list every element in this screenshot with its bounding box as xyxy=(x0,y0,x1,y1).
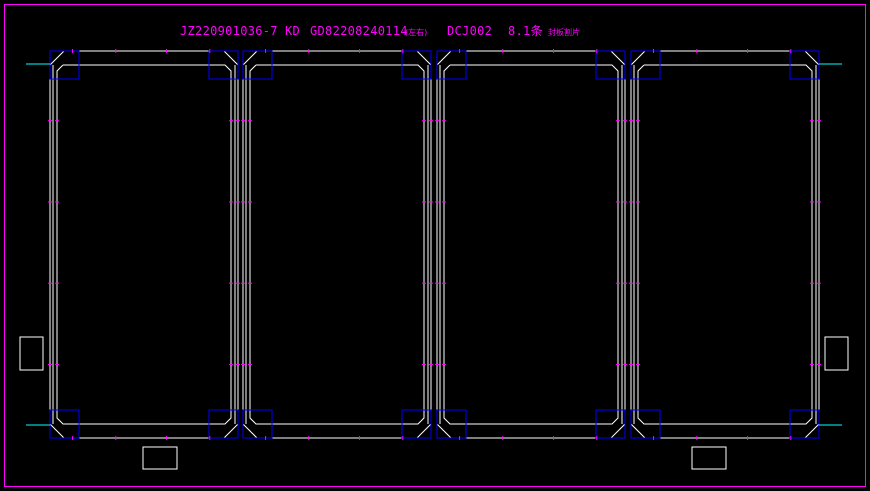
panel-2-corner-block-br xyxy=(401,409,432,439)
panel-4-corner-block-tr xyxy=(789,50,820,80)
panel-3-corner-block-tl xyxy=(436,50,467,80)
bottom-tab-right xyxy=(691,446,727,470)
panel-4-corner-block-br xyxy=(789,409,820,439)
title-thickness: 8.1条 xyxy=(508,24,543,38)
panel-1-corner-block-bl xyxy=(49,409,80,439)
panel-2-outer-outline xyxy=(242,50,432,439)
panel-3-corner-block-br xyxy=(595,409,626,439)
title-material: DCJ002 xyxy=(447,24,492,38)
panel-1-corner-block-br xyxy=(208,409,239,439)
panel-geometry xyxy=(19,49,849,470)
drawing-frame xyxy=(4,4,866,487)
panel-1-corner-block-tl xyxy=(49,50,80,80)
panel-3-corner-block-tr xyxy=(595,50,626,80)
panel-4-inner-outline xyxy=(637,64,813,425)
side-tab-left xyxy=(19,336,44,371)
title-code: KD xyxy=(285,24,300,38)
panel-2-corner-block-tr xyxy=(401,50,432,80)
panel-2-corner-block-tl xyxy=(242,50,273,80)
panel-1-outer-outline xyxy=(49,50,239,439)
panel-3-outer-outline xyxy=(436,50,626,439)
panel-3-corner-block-bl xyxy=(436,409,467,439)
panel-4-corner-block-bl xyxy=(630,409,661,439)
title-job-no: JZ220901036-7 xyxy=(180,24,278,38)
panel-1-inner-outline xyxy=(56,64,232,425)
side-tab-right xyxy=(824,336,849,371)
panel-2-corner-block-bl xyxy=(242,409,273,439)
bottom-tab-left xyxy=(142,446,178,470)
panel-2-inner-outline xyxy=(249,64,425,425)
panel-4-outer-outline xyxy=(630,50,820,439)
title-part-no: GD82208240114 xyxy=(310,24,408,38)
panel-4-corner-block-tl xyxy=(630,50,661,80)
panel-1-corner-block-tr xyxy=(208,50,239,80)
title-note: 封板割片 xyxy=(548,27,580,37)
panel-3-inner-outline xyxy=(443,64,619,425)
title-block: JZ220901036-7 KD GD82208240114 (左右) DCJ0… xyxy=(180,24,580,38)
title-part-suffix: (左右) xyxy=(405,27,427,37)
